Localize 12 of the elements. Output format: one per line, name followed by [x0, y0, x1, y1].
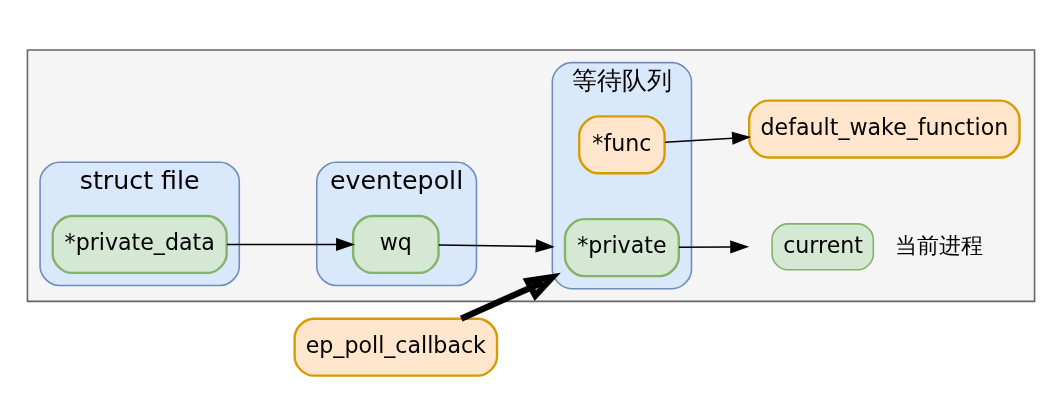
- node-box: *private_data: [51, 214, 228, 274]
- arrow: [438, 238, 555, 252]
- arrow: [226, 237, 356, 251]
- node-box: *private: [563, 217, 680, 277]
- arrow: [459, 272, 561, 322]
- node-box: default_wake_function: [748, 98, 1021, 159]
- arrow: [678, 239, 750, 254]
- node-box: ep_poll_callback: [293, 317, 499, 377]
- node-label: 当前进程: [895, 231, 984, 258]
- node-box: *func: [578, 114, 666, 174]
- node-box: wq: [351, 214, 440, 274]
- arrow: [664, 131, 752, 145]
